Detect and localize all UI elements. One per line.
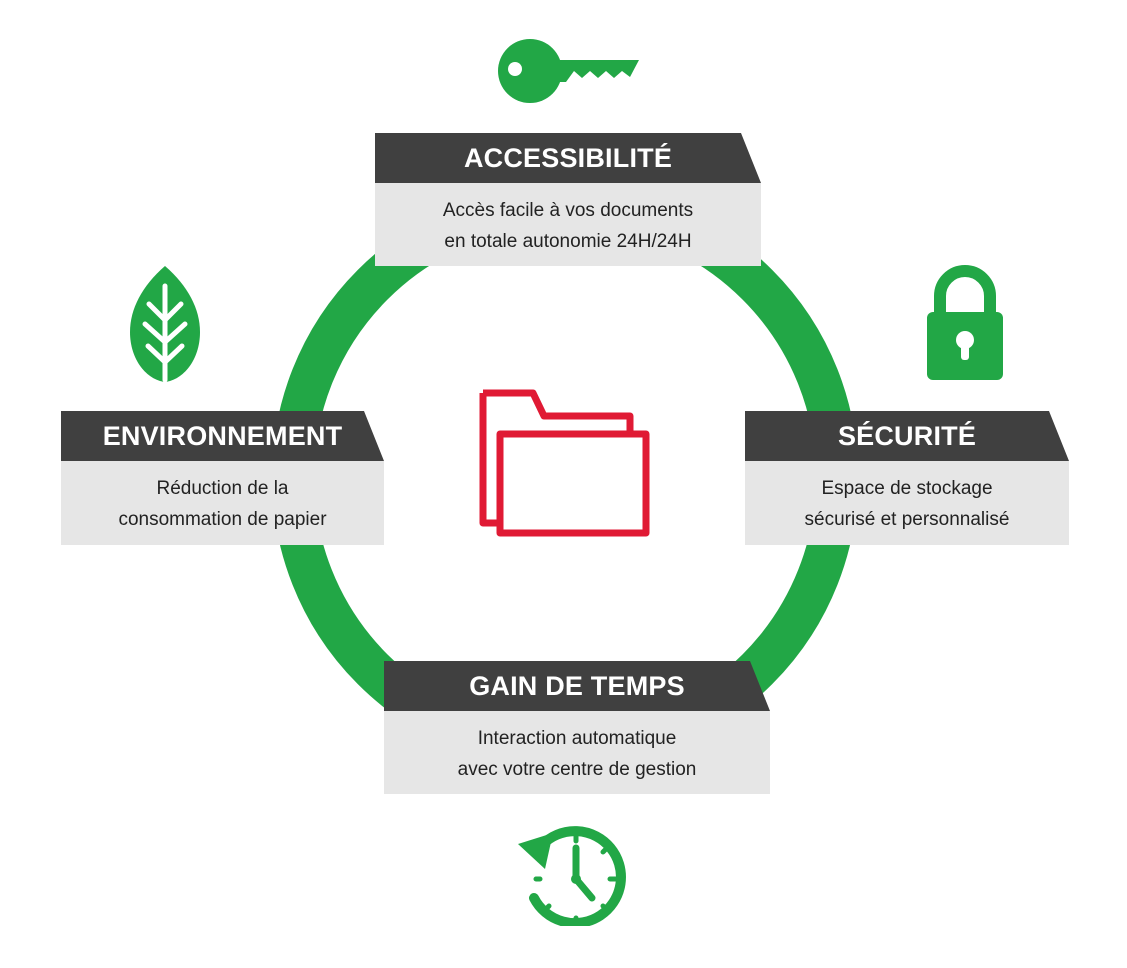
padlock-icon [927,265,1003,380]
description-line: Réduction de la [156,478,289,499]
card-header: ACCESSIBILITÉ [375,133,761,183]
card-description: Interaction automatique avec votre centr… [384,711,770,794]
description-line: en totale autonomie 24H/24H [444,231,692,252]
card-title: ENVIRONNEMENT [102,421,343,451]
card-accessibilite: ACCESSIBILITÉ Accès facile à vos documen… [375,133,761,266]
card-title: GAIN DE TEMPS [469,671,685,701]
key-icon [498,39,639,103]
description-line: avec votre centre de gestion [457,759,697,780]
clock-refresh-icon [518,826,626,926]
description-line: consommation de papier [118,509,327,530]
card-securite: SÉCURITÉ Espace de stockage sécurisé et … [745,411,1069,545]
leaf-icon [130,266,200,383]
card-description: Accès facile à vos documents en totale a… [375,183,761,266]
folder-icon [479,389,650,537]
card-header: GAIN DE TEMPS [384,661,770,711]
card-title: ACCESSIBILITÉ [463,143,673,173]
description-line: Accès facile à vos documents [442,200,694,221]
card-gain-de-temps: GAIN DE TEMPS Interaction automatique av… [384,661,770,794]
card-header: SÉCURITÉ [745,411,1069,461]
card-environnement: ENVIRONNEMENT Réduction de la consommati… [61,411,384,545]
card-title: SÉCURITÉ [837,421,977,451]
card-description: Espace de stockage sécurisé et personnal… [745,461,1069,545]
description-line: sécurisé et personnalisé [804,509,1010,530]
card-header: ENVIRONNEMENT [61,411,384,461]
description-line: Interaction automatique [477,728,677,749]
card-description: Réduction de la consommation de papier [61,461,384,545]
description-line: Espace de stockage [821,478,993,499]
